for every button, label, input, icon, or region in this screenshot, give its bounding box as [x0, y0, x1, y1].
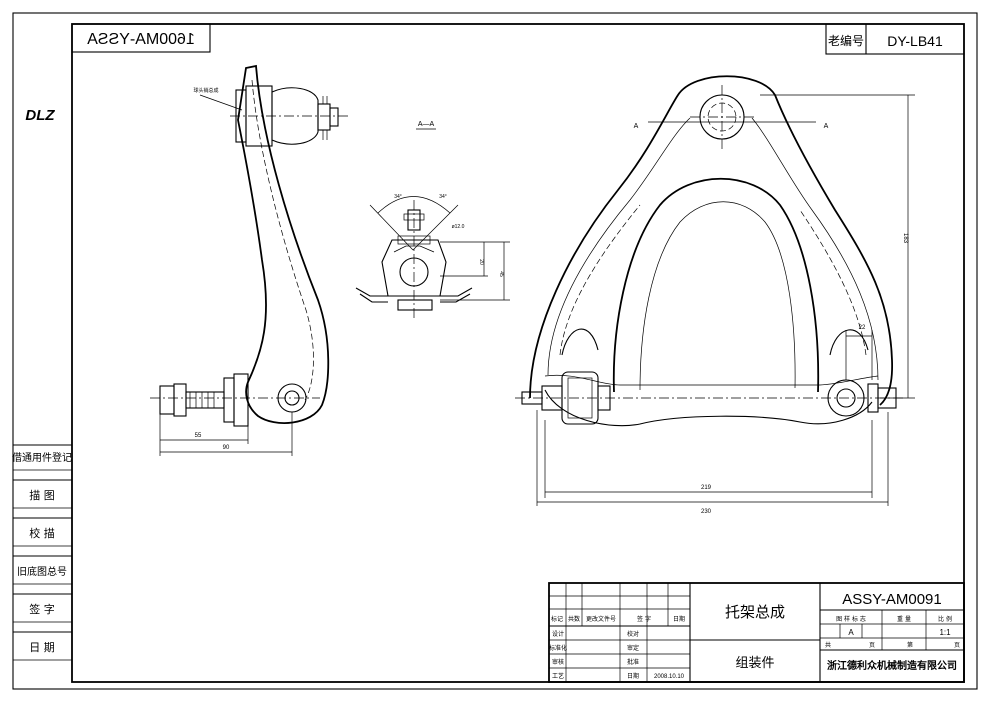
tb-label: 设计	[552, 630, 564, 638]
tb-label: 审核	[552, 658, 564, 666]
tb-sheet-total: 共	[825, 641, 831, 649]
tb-sheet-of: 第	[907, 641, 913, 649]
tb-label: 标准化	[549, 644, 567, 652]
old-number-box: 老编号 DY-LB41	[825, 23, 965, 55]
dim-34-right: 34°	[439, 194, 447, 200]
dim-22: 22	[859, 325, 866, 331]
sidebar-item: 校 描	[29, 526, 55, 540]
sidebar-item: 日 期	[29, 641, 55, 654]
tb-sheet-of-suffix: 页	[954, 642, 960, 649]
old-number-label: 老编号	[828, 33, 864, 48]
tb-label: 日期	[627, 672, 639, 680]
tb-label: 校对	[627, 630, 639, 638]
tb-header: 共数	[568, 615, 580, 623]
tb-header: 标记	[551, 615, 563, 623]
top-left-code-box: 1600MA-YSSA	[71, 23, 211, 53]
tb-stage-header: 重 量	[897, 615, 911, 623]
dim-90: 90	[223, 445, 230, 451]
title-block: 标记 共数 更改文件号 签 字 日期 设计 标准化 审核 工艺 校对 审定 批准…	[548, 582, 965, 683]
tb-sheet: 页	[869, 642, 875, 649]
tb-stage-header: 比 例	[938, 615, 952, 623]
dim-183: 183	[902, 233, 908, 244]
left-sidebar-table: 借通用件登记 描 图 校 描 旧底图总号 签 字 日 期	[12, 444, 72, 661]
dim-55: 55	[195, 433, 202, 439]
dim-20: 20	[478, 259, 484, 265]
inner-frame	[71, 23, 965, 683]
section-mark-right: A	[824, 123, 829, 130]
outer-frame	[12, 12, 978, 690]
tb-scale-value: 1:1	[939, 628, 951, 637]
tb-header: 更改文件号	[586, 615, 616, 623]
tb-header: 日期	[673, 615, 685, 623]
dim-diameter: ø12.0	[452, 224, 465, 230]
main-view: A A 183 22 219	[515, 75, 915, 515]
dim-34-left: 34°	[394, 194, 402, 200]
mirrored-code: 1600MA-YSSA	[87, 31, 195, 48]
tb-date: 2008.10.10	[654, 674, 685, 680]
sidebar-item: 旧底图总号	[17, 565, 67, 578]
tb-label: 批准	[627, 658, 639, 666]
leader-note: 球头销总成	[193, 87, 218, 94]
dim-230: 230	[701, 509, 712, 515]
sidebar-item: 描 图	[29, 488, 55, 502]
side-view: 球头销总成 55 90	[150, 64, 350, 456]
dim-45: 45	[498, 271, 504, 277]
tb-assembly-type: 组装件	[735, 656, 774, 671]
dim-219: 219	[701, 485, 712, 491]
sidebar-item: 借通用件登记	[12, 451, 72, 464]
section-mark-left: A	[634, 123, 639, 130]
brand-logo-text: DLZ	[25, 107, 55, 124]
tb-label: 工艺	[552, 672, 564, 680]
old-number-value: DY-LB41	[887, 33, 943, 49]
tb-header: 签 字	[637, 615, 651, 623]
section-label: A—A	[418, 121, 435, 128]
tb-label: 审定	[627, 644, 639, 652]
tb-part-name: 托架总成	[725, 603, 785, 621]
section-view: A—A 34° 34° ø12.0 20 45	[355, 121, 510, 318]
tb-company: 浙江德利众机械制造有限公司	[827, 659, 957, 672]
sidebar-item: 签 字	[29, 602, 55, 616]
tb-stage-value: A	[848, 628, 854, 637]
tb-drawing-number: ASSY-AM0091	[842, 591, 942, 608]
tb-stage-header: 图 样 标 志	[836, 615, 866, 623]
